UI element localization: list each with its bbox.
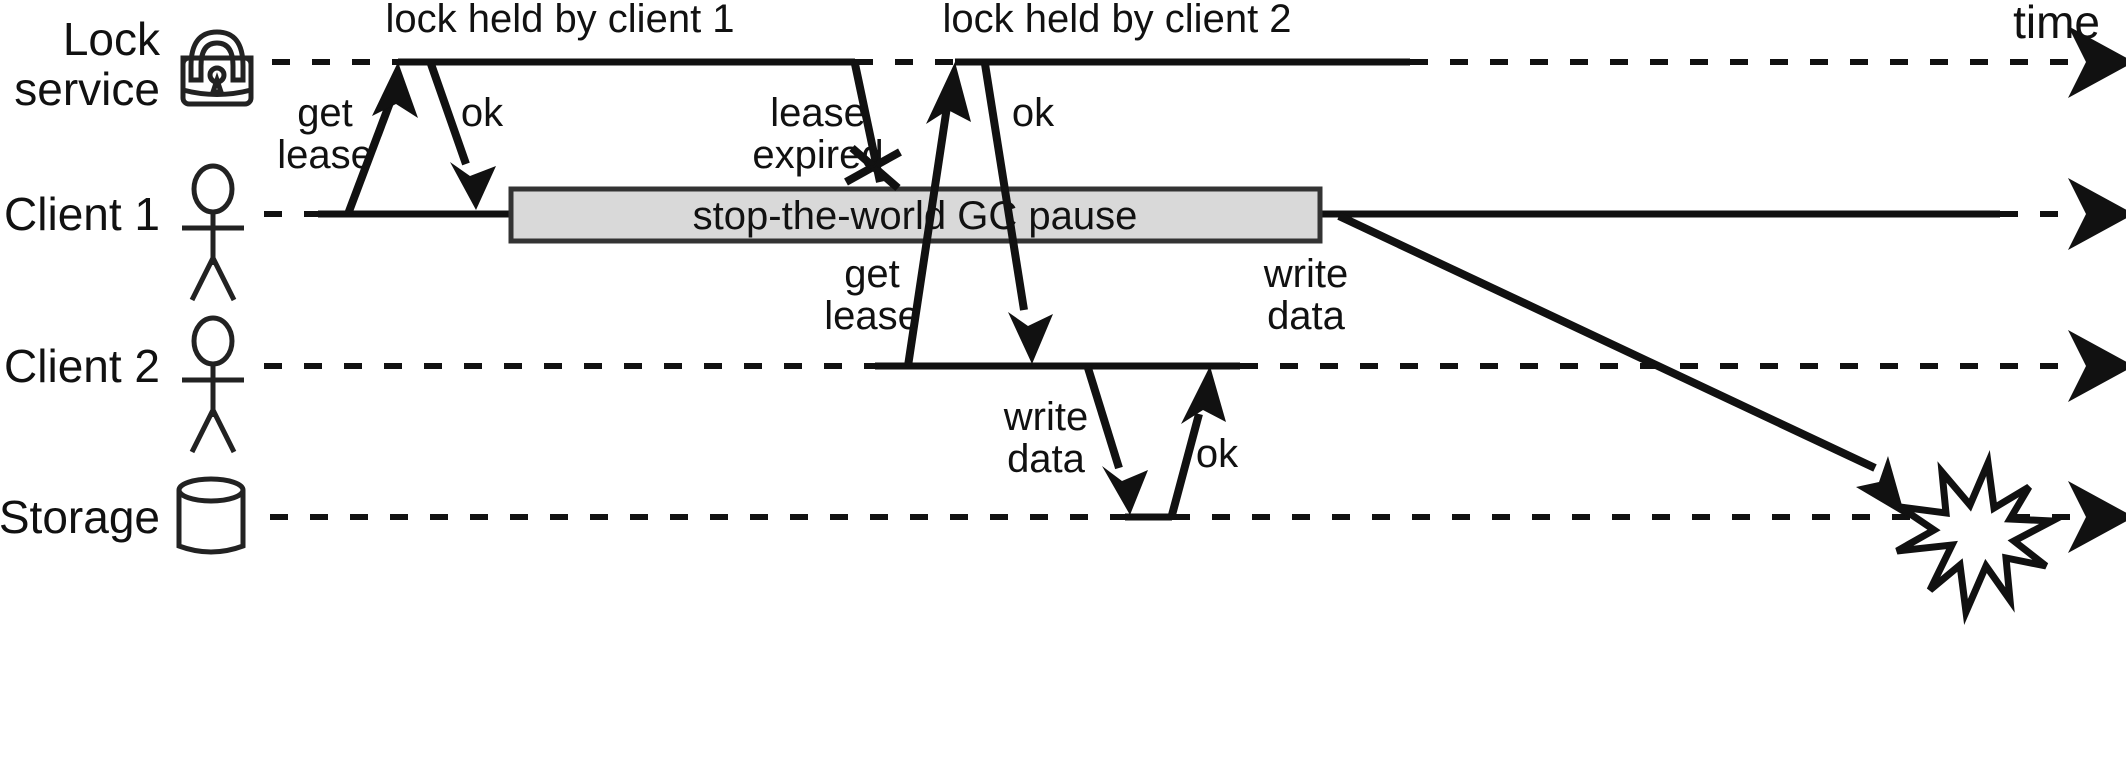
lane-lock-service: Lock service lock held by client 1 lock … xyxy=(14,0,2126,115)
lane-label-client-2: Client 2 xyxy=(4,340,160,392)
message-c1-write-data: write data xyxy=(1263,212,1905,516)
msg-label-c1-write-data-line2: data xyxy=(1267,294,1346,338)
msg-label-storage-ok-line1: ok xyxy=(1196,432,1239,476)
message-storage-ok: ok xyxy=(1168,366,1239,517)
msg-label-lease-expired-line2: expired xyxy=(752,133,883,177)
message-c1-ok: ok xyxy=(427,62,504,210)
msg-label-lease-expired-line1: lease xyxy=(770,91,866,135)
lane-label-client-1: Client 1 xyxy=(4,188,160,240)
gc-pause-rect xyxy=(508,186,1323,244)
gc-pause-box: stop-the-world GC pause xyxy=(508,186,1323,244)
padlock-icon xyxy=(180,29,254,107)
lane-label-lock-service-line2: service xyxy=(14,63,160,115)
stick-figure-icon-client-1 xyxy=(182,163,244,302)
span-label-lock-held-client-2: lock held by client 2 xyxy=(942,0,1291,41)
message-c2-get-lease: get lease xyxy=(824,62,971,367)
lane-label-lock-service-line1: Lock xyxy=(63,13,161,65)
message-c1-get-lease: get lease xyxy=(277,62,418,216)
database-cylinder-icon xyxy=(176,476,246,555)
time-axis-label: time xyxy=(2013,0,2100,48)
stick-figure-icon-client-2 xyxy=(182,315,244,454)
msg-label-c2-write-data-line2: data xyxy=(1007,437,1086,481)
lease-expired-x-stroke-2 xyxy=(849,144,901,192)
msg-label-c2-ok-line1: ok xyxy=(1012,91,1055,135)
lane-label-storage: Storage xyxy=(0,491,160,543)
message-c2-write-data: write data xyxy=(1003,366,1148,515)
lane-storage: Storage xyxy=(0,476,2126,555)
span-label-lock-held-client-1: lock held by client 1 xyxy=(385,0,734,41)
msg-label-c1-ok-line1: ok xyxy=(461,91,504,135)
msg-label-c1-get-lease-line2: lease xyxy=(277,133,373,177)
message-c2-ok: ok xyxy=(981,63,1055,364)
msg-label-c2-write-data-line1: write xyxy=(1003,395,1088,439)
msg-label-c2-get-lease-line1: get xyxy=(844,252,900,296)
message-lease-expired: lease expired xyxy=(752,63,902,192)
lane-client-2: Client 2 xyxy=(4,315,2126,454)
msg-label-c1-write-data-line1: write xyxy=(1263,252,1348,296)
gc-pause-label: stop-the-world GC pause xyxy=(693,194,1138,238)
msg-label-c2-get-lease-line2: lease xyxy=(824,294,920,338)
msg-label-c1-get-lease-line1: get xyxy=(297,91,353,135)
crash-burst-icon xyxy=(1895,449,2065,626)
